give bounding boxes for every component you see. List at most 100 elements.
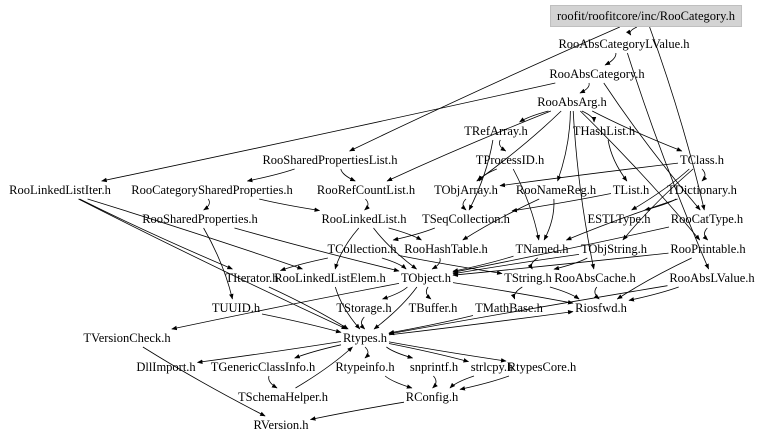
edge-tnamed-to-tobject — [452, 255, 514, 273]
graph-node-tclass[interactable]: TClass.h — [679, 153, 725, 167]
edge-rconfig-to-rversion — [309, 401, 405, 421]
graph-node-tuuid[interactable]: TUUID.h — [211, 301, 261, 315]
edge-roocattype-to-rooprintable — [702, 227, 709, 241]
edge-trefarray-to-tseqcollection — [468, 139, 494, 211]
graph-node-rooabscache[interactable]: RooAbsCache.h — [554, 271, 636, 285]
edge-rtypes-to-dllimport — [196, 341, 342, 364]
edge-tstorage-to-rtypes — [359, 316, 366, 330]
edge-tdictionary-to-tnamed — [565, 198, 678, 241]
edge-tuuid-to-rtypes — [261, 313, 342, 334]
edge-tcollection-to-titerator — [279, 257, 328, 271]
edge-tprocessid-to-tobjarray — [478, 168, 497, 182]
graph-node-rooabsarg[interactable]: RooAbsArg.h — [537, 95, 607, 109]
graph-node-tbuffer[interactable]: TBuffer.h — [408, 301, 458, 315]
edge-tlist-to-tseqcollection — [511, 193, 612, 213]
graph-node-rconfig[interactable]: RConfig.h — [405, 390, 459, 404]
graph-node-tmathbase[interactable]: TMathBase.h — [475, 301, 543, 315]
graph-node-roolinkedlist[interactable]: RooLinkedList.h — [321, 212, 407, 226]
graph-node-tlist[interactable]: TList.h — [612, 183, 650, 197]
edge-tclass-to-tobjarray — [499, 162, 679, 188]
graph-node-rtypescore[interactable]: RtypesCore.h — [507, 360, 577, 374]
edge-snprintf-to-rconfig — [432, 375, 438, 389]
graph-node-tobjarray[interactable]: TObjArray.h — [434, 183, 498, 197]
graph-node-tnamed[interactable]: TNamed.h — [515, 242, 569, 256]
graph-node-tobject[interactable]: TObject.h — [400, 271, 452, 285]
edge-rooabscategorylvalue-to-rooabscategory — [604, 52, 617, 66]
edge-tdictionary-to-estltype — [644, 198, 677, 211]
edge-root-to-roocattype — [649, 26, 706, 211]
graph-node-roorefcountlist[interactable]: RooRefCountList.h — [316, 183, 416, 197]
graph-node-riosfwd[interactable]: Riosfwd.h — [575, 301, 627, 315]
edge-roosharedproperties-to-tobject — [234, 227, 400, 272]
graph-node-roolinkedlistiter[interactable]: RooLinkedListIter.h — [9, 183, 111, 197]
graph-node-roohashtable[interactable]: RooHashTable.h — [404, 242, 488, 256]
edge-tmathbase-to-rtypes — [388, 315, 474, 335]
edge-roolinkedlist-to-roohashtable — [388, 227, 422, 241]
graph-node-snprintf[interactable]: snprintf.h — [409, 360, 459, 374]
graph-node-rooabslvalue[interactable]: RooAbsLValue.h — [669, 271, 755, 285]
edge-rooabsarg-to-rooprintable — [580, 110, 701, 241]
edge-tstring-to-riosfwd — [549, 286, 580, 300]
graph-node-titerator[interactable]: TIterator.h — [225, 271, 279, 285]
edge-rooabsarg-to-tclass — [592, 110, 683, 152]
edge-roohashtable-to-tobject — [431, 257, 441, 270]
graph-node-strlcpy[interactable]: strlcpy.h — [470, 360, 514, 374]
edge-roosharedpropertieslist-to-roorefcountlist — [340, 168, 356, 182]
edge-roocattype-to-tobject — [452, 226, 670, 274]
edge-roonamereg-to-roohashtable — [462, 198, 540, 241]
graph-node-tschemahelper[interactable]: TSchemaHelper.h — [238, 390, 328, 404]
graph-node-rtypes[interactable]: Rtypes.h — [342, 331, 388, 345]
graph-node-tstorage[interactable]: TStorage.h — [336, 301, 392, 315]
edge-roosharedpropertieslist-to-roocategorysharedproperties — [246, 168, 295, 183]
graph-node-roolinkedlistelem[interactable]: RooLinkedListElem.h — [274, 271, 386, 285]
graph-node-tcollection[interactable]: TCollection.h — [327, 242, 397, 256]
graph-node-tgenericclassinfo[interactable]: TGenericClassInfo.h — [210, 360, 316, 374]
edge-rtypescore-to-rconfig — [459, 375, 510, 391]
graph-node-roocattype[interactable]: RooCatType.h — [670, 212, 744, 226]
graph-node-tseqcollection[interactable]: TSeqCollection.h — [422, 212, 510, 226]
edge-rtypes-to-riosfwd — [388, 310, 574, 336]
graph-node-rooprintable[interactable]: RooPrintable.h — [670, 242, 746, 256]
edge-roolinkedlist-to-tobject — [373, 227, 417, 270]
graph-node-roocategorysharedproperties[interactable]: RooCategorySharedProperties.h — [131, 183, 293, 197]
edge-rtypes-to-rtypescore — [388, 341, 507, 363]
edge-rtypes-to-tgenericclassinfo — [294, 344, 342, 359]
edge-rooprintable-to-riosfwd — [616, 257, 692, 300]
edge-rtypeinfo-to-rconfig — [384, 375, 413, 389]
edge-strlcpy-to-rconfig — [449, 375, 475, 389]
edge-rooabsarg-to-tobjarray — [476, 110, 562, 182]
graph-node-rooabscategory[interactable]: RooAbsCategory.h — [549, 67, 645, 81]
graph-node-thashlist[interactable]: THashList.h — [572, 124, 636, 138]
edge-tobject-to-tversioncheck — [171, 283, 400, 331]
edge-rtypes-to-strlcpy — [388, 343, 470, 363]
edge-rooabscategory-to-rooabsarg — [579, 82, 590, 94]
graph-node-roosharedproperties[interactable]: RooSharedProperties.h — [142, 212, 258, 226]
graph-node-rtypeinfo[interactable]: Rtypeinfo.h — [335, 360, 395, 374]
graph-node-root[interactable]: roofit/roofitcore/inc/RooCategory.h — [550, 5, 742, 27]
edge-tseqcollection-to-tcollection — [392, 227, 435, 242]
graph-node-rooabscategorylvalue[interactable]: RooAbsCategoryLValue.h — [558, 37, 690, 51]
edge-roocategorysharedproperties-to-roolinkedlist — [259, 198, 321, 212]
edge-rooabslvalue-to-rtypes — [388, 285, 668, 336]
graph-node-dllimport[interactable]: DllImport.h — [136, 360, 196, 374]
graph-node-trefarray[interactable]: TRefArray.h — [464, 124, 528, 138]
edge-tobjstring-to-tobject — [452, 254, 580, 276]
graph-node-tdictionary[interactable]: TDictionary.h — [667, 183, 737, 197]
graph-node-rversion[interactable]: RVersion.h — [253, 418, 309, 432]
edge-tobject-to-rtypes — [373, 286, 418, 330]
edge-rooabsarg-to-roorefcountlist — [386, 110, 552, 182]
edge-tcollection-to-tobject — [381, 257, 407, 270]
graph-node-roosharedpropertieslist[interactable]: RooSharedPropertiesList.h — [262, 153, 398, 167]
edge-tstring-to-tmathbase — [510, 286, 523, 300]
edge-tversioncheck-to-rversion — [142, 346, 266, 417]
graph-node-roonamereg[interactable]: RooNameReg.h — [515, 183, 597, 197]
edge-root-to-rooabscategorylvalue — [626, 26, 638, 36]
graph-node-tprocessid[interactable]: TProcessID.h — [475, 153, 545, 167]
graph-node-estltype[interactable]: ESTLType.h — [587, 212, 651, 226]
graph-node-tversioncheck[interactable]: TVersionCheck.h — [83, 331, 171, 345]
graph-node-tobjstring[interactable]: TObjString.h — [580, 242, 648, 256]
graph-node-tstring[interactable]: TString.h — [504, 271, 552, 285]
edge-roonamereg-to-tnamed — [543, 198, 555, 241]
